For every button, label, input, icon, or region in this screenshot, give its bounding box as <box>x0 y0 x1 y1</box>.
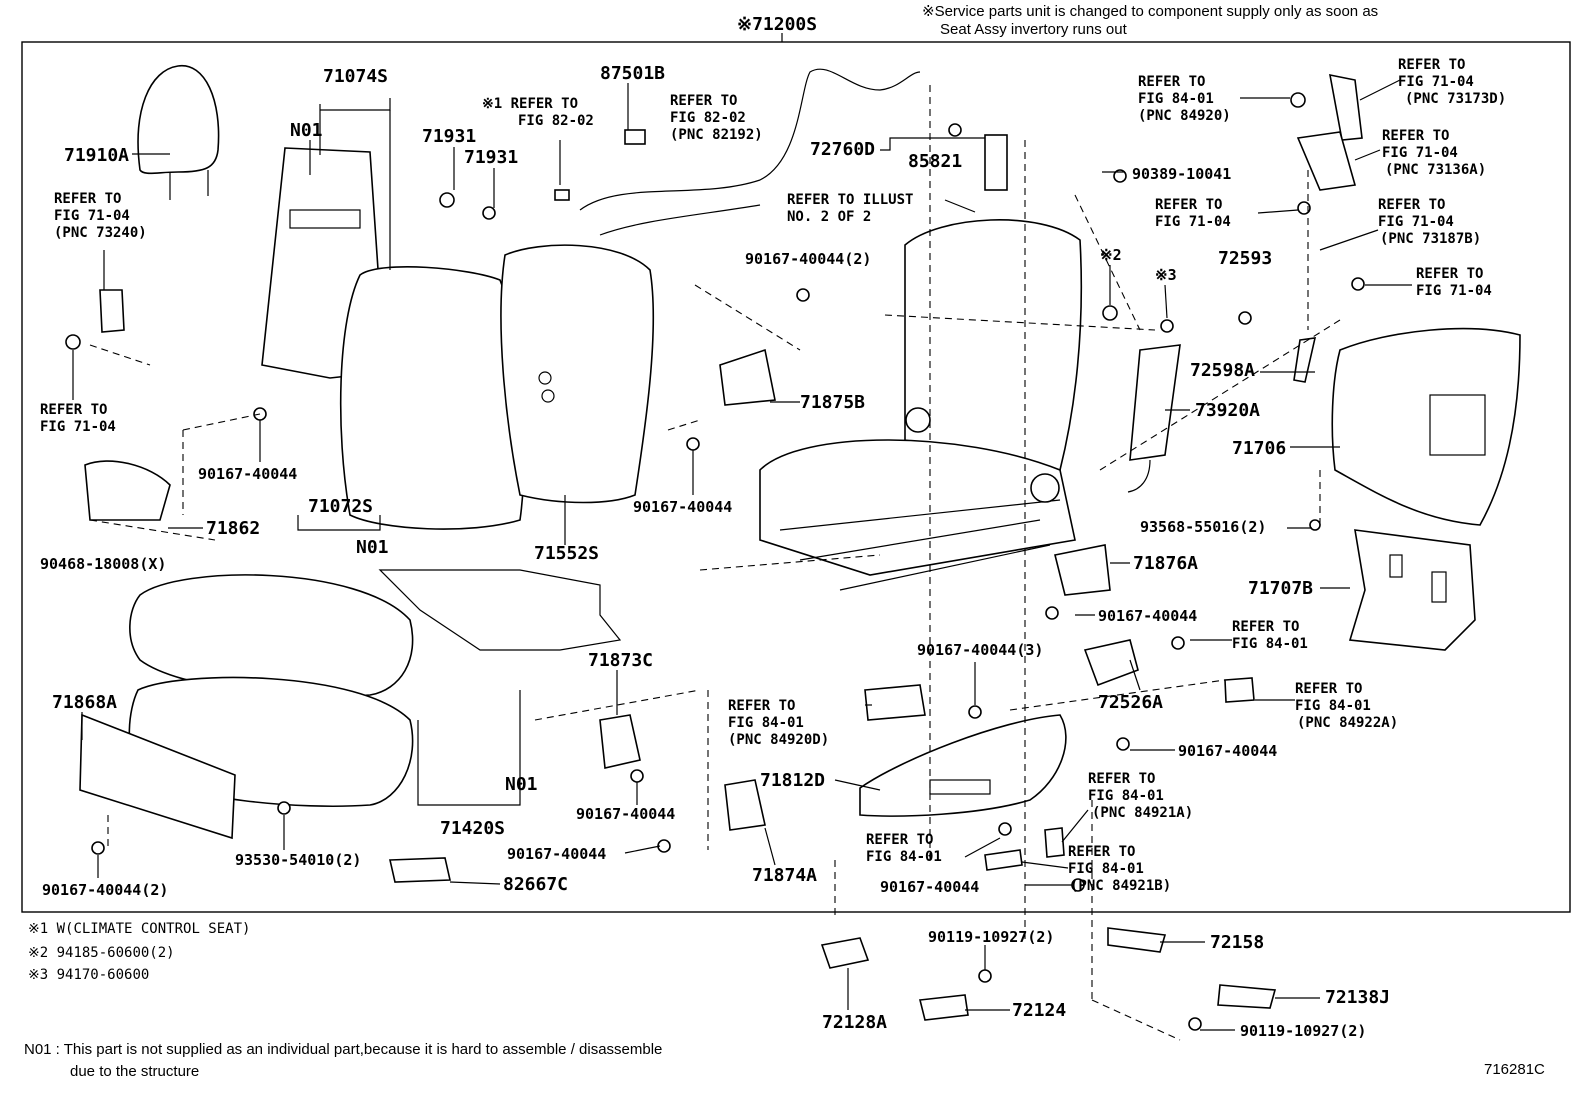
footnote-n01-line1: N01 : This part is not supplied as an in… <box>24 1041 662 1058</box>
footnote-2: ※2 94185-60600(2) <box>28 945 175 961</box>
label-90167-40044-e: 90167-40044 <box>576 805 675 823</box>
label-90167-40044-2b: 90167-40044(2) <box>42 881 168 899</box>
label-71876A: 71876A <box>1133 553 1198 574</box>
label-90119-10927-b: 90119-10927(2) <box>1240 1022 1366 1040</box>
seatback-pad <box>261 147 525 530</box>
label-71074S: 71074S <box>323 66 388 87</box>
label-n01-heater: N01 <box>505 774 538 795</box>
wire-harness <box>554 68 921 236</box>
label-71706: 71706 <box>1232 438 1286 459</box>
label-72128A: 72128A <box>822 1012 887 1033</box>
assembly-number: ※71200S <box>737 14 817 35</box>
leader-lines <box>72 79 1412 1031</box>
label-90167-40044-b: 90167-40044 <box>633 498 732 516</box>
label-72760D: 72760D <box>810 139 875 160</box>
marker-3: ※3 <box>1155 266 1177 284</box>
label-90167-40044-f: 90167-40044 <box>507 845 606 863</box>
label-90167-40044-a: 90167-40044 <box>198 465 297 483</box>
label-72526A: 72526A <box>1098 692 1163 713</box>
label-n01-back: N01 <box>290 120 323 141</box>
footnote-3: ※3 94170-60600 <box>28 967 149 983</box>
service-note-line1: ※Service parts unit is changed to compon… <box>922 3 1378 20</box>
label-71875B: 71875B <box>800 392 865 413</box>
label-71812D: 71812D <box>760 770 825 791</box>
front-trim <box>79 713 236 840</box>
label-90167-40044-2a: 90167-40044(2) <box>745 250 871 268</box>
label-71931-b: 71931 <box>464 147 518 168</box>
label-90167-40044-3: 90167-40044(3) <box>917 641 1043 659</box>
label-71874A: 71874A <box>752 865 817 886</box>
side-airbag <box>1127 344 1181 493</box>
label-72124: 72124 <box>1012 1000 1066 1021</box>
label-90167-40044-g: 90167-40044 <box>880 878 979 896</box>
label-72598A: 72598A <box>1190 360 1255 381</box>
footnotes: ※1 W(CLIMATE CONTROL SEAT) ※2 94185-6060… <box>24 921 1545 1080</box>
back-board <box>1331 327 1521 526</box>
cushion-heater <box>378 569 622 651</box>
figure-id: 716281C <box>1484 1061 1545 1078</box>
label-90167-40044-c: 90167-40044 <box>1098 607 1197 625</box>
part-labels: 71910A 71074S N01 71931 71931 87501B 727… <box>40 63 1390 1040</box>
label-71420S: 71420S <box>440 818 505 839</box>
label-71868A: 71868A <box>52 692 117 713</box>
label-72138J: 72138J <box>1325 987 1390 1008</box>
small-parts <box>84 73 1363 1021</box>
footnote-n01-line2: due to the structure <box>70 1063 199 1080</box>
label-90468-18008: 90468-18008(X) <box>40 555 166 573</box>
fasteners <box>65 92 1365 1031</box>
label-93568-55016: 93568-55016(2) <box>1140 518 1266 536</box>
label-71910A: 71910A <box>64 145 129 166</box>
seatback-cover <box>500 244 655 504</box>
label-71707B: 71707B <box>1248 578 1313 599</box>
marker-2: ※2 <box>1100 246 1122 264</box>
back-board-lower <box>1348 529 1476 651</box>
seat-frame <box>759 219 1083 591</box>
label-71873C: 71873C <box>588 650 653 671</box>
label-n01-cushion: N01 <box>356 537 389 558</box>
label-90167-40044-d: 90167-40044 <box>1178 742 1277 760</box>
label-72593: 72593 <box>1218 248 1272 269</box>
label-82667C: 82667C <box>503 874 568 895</box>
label-72158: 72158 <box>1210 932 1264 953</box>
service-note-line2: Seat Assy invertory runs out <box>940 21 1128 38</box>
label-71072S: 71072S <box>308 496 373 517</box>
footnote-1: ※1 W(CLIMATE CONTROL SEAT) <box>28 921 250 937</box>
label-87501B: 87501B <box>600 63 665 84</box>
label-90119-10927-a: 90119-10927(2) <box>928 928 1054 946</box>
label-90389-10041: 90389-10041 <box>1132 165 1231 183</box>
label-71931-a: 71931 <box>422 126 476 147</box>
headrest <box>137 65 220 200</box>
side-shield <box>859 714 1067 817</box>
label-85821: 85821 <box>908 151 962 172</box>
assembly-frame <box>21 41 1571 913</box>
label-71862: 71862 <box>206 518 260 539</box>
label-71552S: 71552S <box>534 543 599 564</box>
assembly-lines <box>89 85 1341 1041</box>
label-73920A: 73920A <box>1195 400 1260 421</box>
label-93530-54010: 93530-54010(2) <box>235 851 361 869</box>
